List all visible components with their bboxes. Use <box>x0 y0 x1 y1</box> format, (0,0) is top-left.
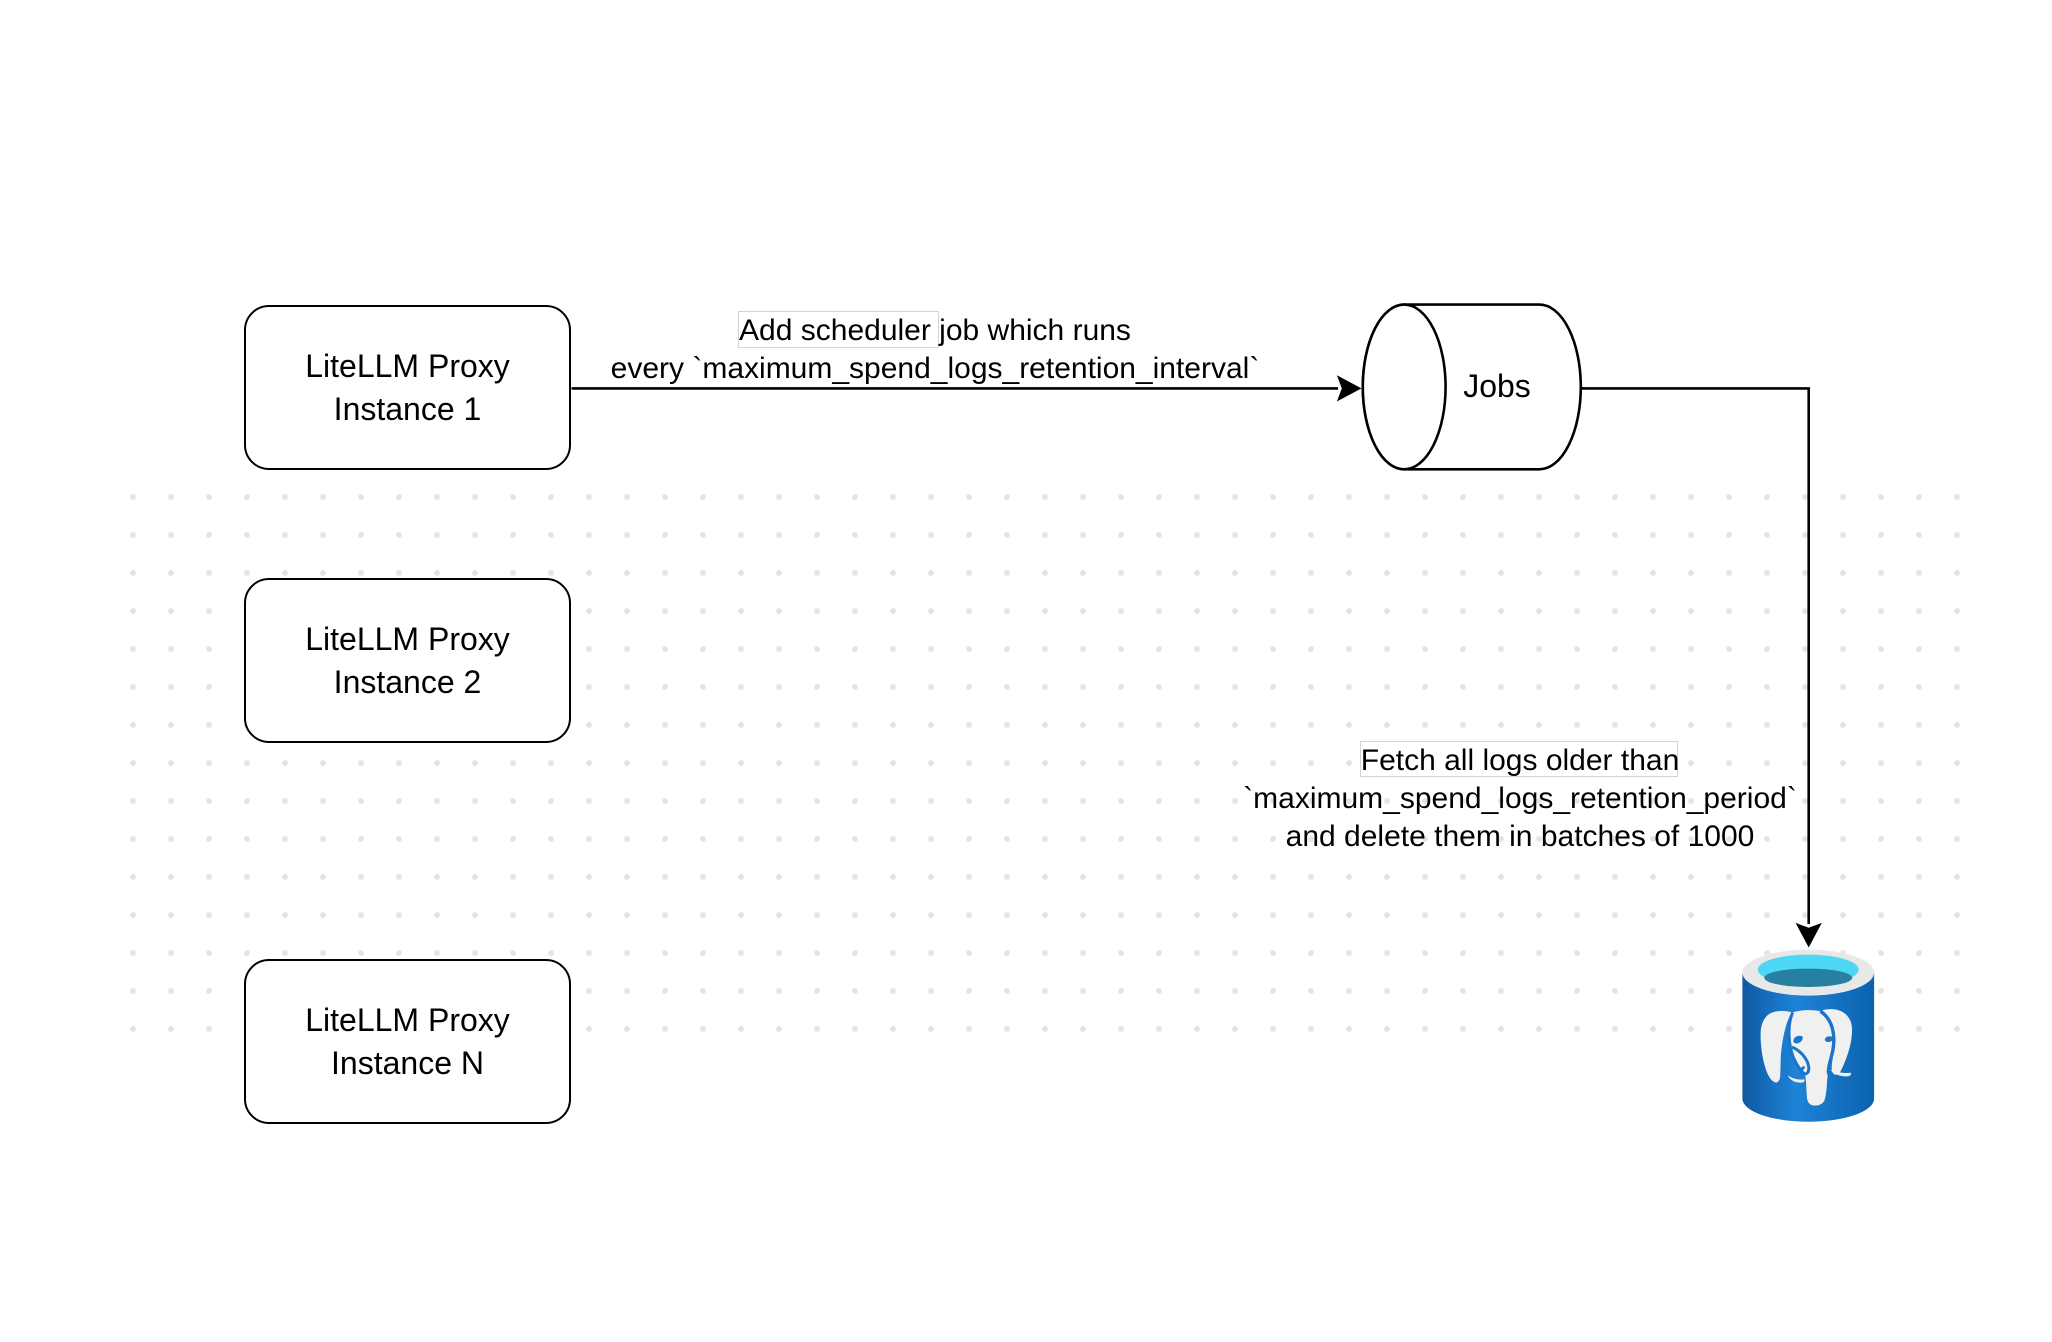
jobs-cylinder-shape <box>1361 303 1583 471</box>
edge-label-line: every `maximum_spend_logs_retention_inte… <box>610 352 1260 385</box>
edge-label-line: and delete them in batches of 1000 <box>1285 820 1755 853</box>
edge-fetch-arrowhead <box>1795 922 1822 948</box>
node-label-line: Instance 2 <box>333 663 482 700</box>
node-label-line: LiteLLM Proxy <box>305 620 510 657</box>
edge-label-line: Add scheduler job which runs <box>739 314 1131 347</box>
edge-label-background <box>738 311 939 348</box>
edge-label-line: `maximum_spend_logs_retention_period` <box>1243 782 1797 815</box>
jobs-cylinder-label: Jobs <box>1463 368 1531 404</box>
node-label-line: Instance 1 <box>333 390 482 427</box>
node-proxy-instance-2: LiteLLM Proxy Instance 2 <box>244 578 571 743</box>
edge-scheduler-arrowhead <box>1336 375 1362 402</box>
edge-label-scheduler: Add scheduler job which runs every `maxi… <box>611 312 1260 388</box>
node-label-line: LiteLLM Proxy <box>305 1001 510 1038</box>
node-proxy-instance-n: LiteLLM Proxy Instance N <box>244 959 571 1124</box>
edge-label-line: Fetch all logs older than <box>1360 744 1680 777</box>
node-label-line: Instance N <box>331 1044 484 1081</box>
edge-label-background <box>1360 741 1678 777</box>
postgresql-database-icon <box>1742 949 1875 1122</box>
node-proxy-instance-1: LiteLLM Proxy Instance 1 <box>244 305 571 470</box>
postgres-elephant-logo <box>1760 1009 1853 1106</box>
edge-fetch-line <box>1580 387 1810 924</box>
node-label-line: LiteLLM Proxy <box>305 347 510 384</box>
edge-label-fetch: Fetch all logs older than `maximum_spend… <box>1243 742 1797 856</box>
